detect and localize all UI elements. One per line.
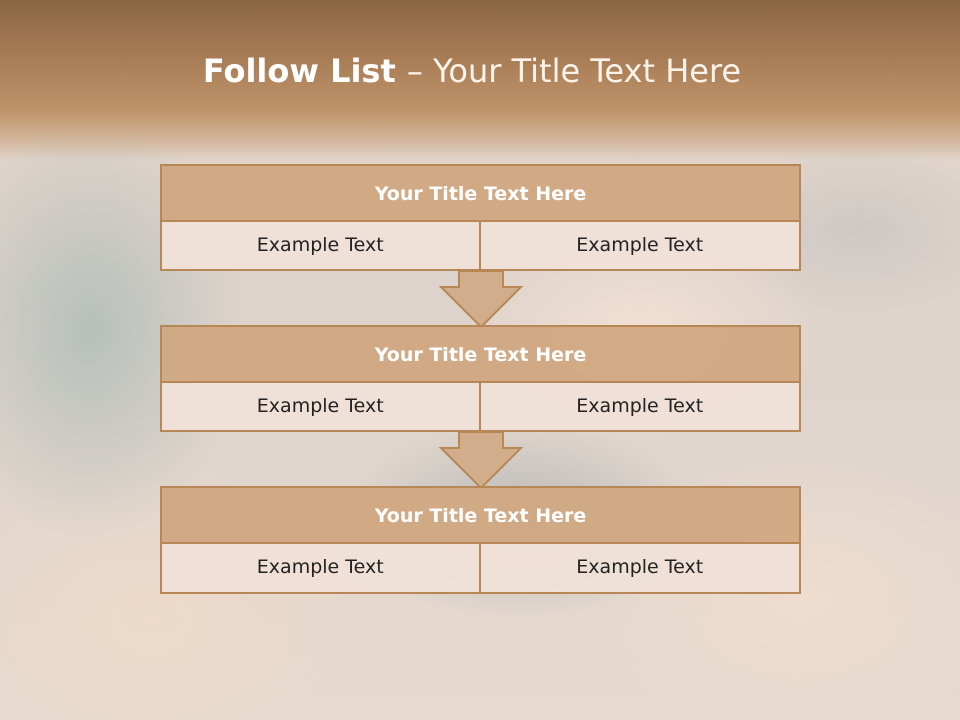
step-cell-left: Example Text [160, 383, 481, 432]
step-block: Your Title Text Here Example Text Exampl… [160, 325, 801, 432]
step-cell-right: Example Text [480, 383, 801, 432]
step-cell-left: Example Text [160, 222, 481, 271]
step-cell-right: Example Text [480, 544, 801, 594]
step-block: Your Title Text Here Example Text Exampl… [160, 164, 801, 271]
down-arrow-icon [438, 270, 524, 329]
title-bold: Follow List [202, 52, 407, 90]
step-title: Your Title Text Here [160, 164, 801, 222]
step-title: Your Title Text Here [160, 325, 801, 383]
header-band [0, 0, 960, 160]
slide-title: Follow List – Your Title Text Here [0, 52, 944, 90]
step-cell-right: Example Text [480, 222, 801, 271]
title-rest: – Your Title Text Here [406, 52, 742, 90]
step-row: Example Text Example Text [160, 222, 801, 271]
step-title: Your Title Text Here [160, 486, 801, 544]
step-cell-left: Example Text [160, 544, 481, 594]
step-row: Example Text Example Text [160, 383, 801, 432]
step-block: Your Title Text Here Example Text Exampl… [160, 486, 801, 594]
down-arrow-icon [438, 431, 524, 490]
step-row: Example Text Example Text [160, 544, 801, 594]
